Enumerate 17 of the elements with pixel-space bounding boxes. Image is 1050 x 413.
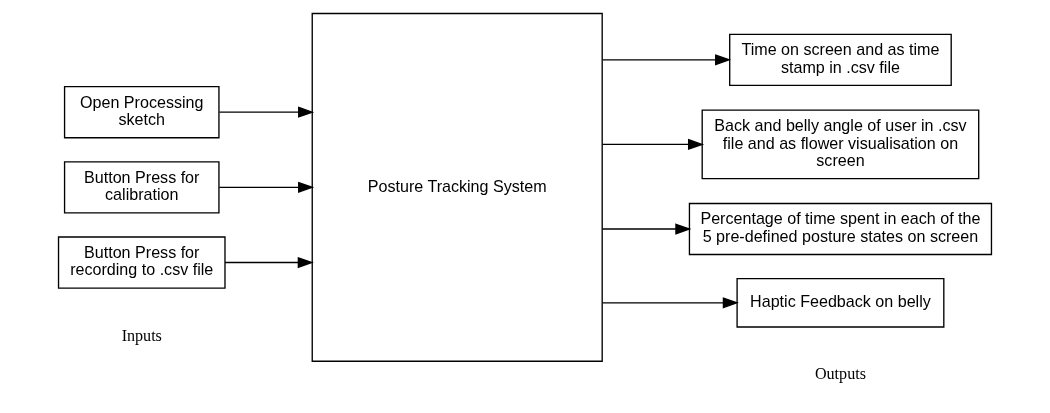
arrow [601, 138, 705, 151]
node-box: Button Press for recording to .csv file [57, 236, 226, 289]
label: Outputs [814, 365, 866, 383]
node-box: Time on screen and as time stamp in .csv file [729, 33, 952, 86]
arrow [601, 297, 739, 309]
arrow [218, 106, 315, 118]
node-box: Button Press for calibration [63, 161, 220, 214]
node-box: Posture Tracking System [311, 12, 603, 362]
label: Inputs [121, 326, 162, 344]
arrow [601, 54, 732, 66]
arrow [218, 181, 315, 193]
node-box: Percentage of time spent in each of the 5 pre-defined posture states on screen [688, 202, 993, 256]
node-box: Open Processing sketch [63, 86, 220, 139]
arrow [224, 256, 314, 269]
arrow [601, 223, 692, 235]
node-box: Haptic Feedback on belly [736, 277, 945, 328]
node-box: Back and belly angle of user in .csv file and as flower visualisation on screen [701, 109, 980, 180]
